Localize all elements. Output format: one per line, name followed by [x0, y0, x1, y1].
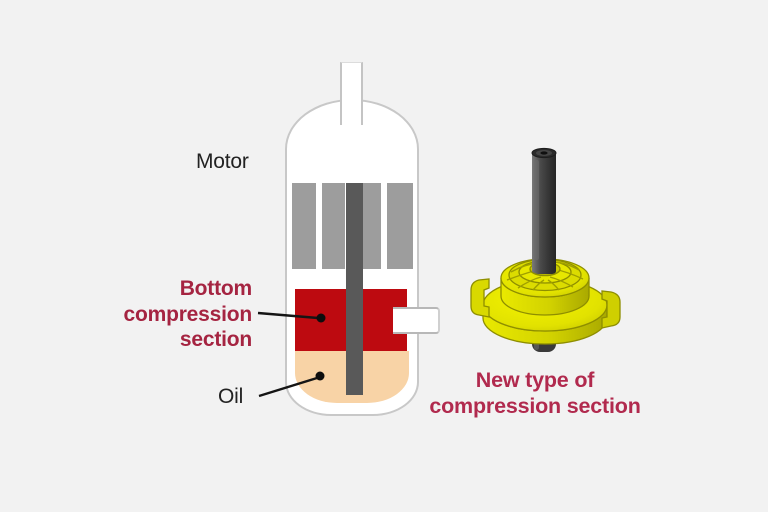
motor-stator-bar — [322, 183, 345, 269]
leader-line-bottom-compression — [257, 311, 319, 320]
bottom-compression-label-line2: compression — [123, 302, 252, 326]
leader-dot-bottom-compression — [316, 313, 326, 323]
motor-stator-bar — [363, 183, 381, 269]
rotor-shaft-shape — [346, 183, 363, 395]
bottom-compression-label-line1: Bottom — [179, 277, 252, 300]
new-type-caption-line2: compression section — [429, 394, 641, 418]
leader-line-oil — [258, 376, 318, 398]
new-type-caption-line1: New type of — [475, 368, 595, 392]
new-compression-part-illustration — [470, 147, 621, 352]
motor-stator-bar — [292, 183, 316, 269]
leader-dot-oil — [315, 371, 325, 381]
hub-front-edge — [529, 268, 561, 277]
rotor-shaft-3d — [531, 147, 557, 274]
bottom-compression-label-line3: section — [179, 328, 252, 351]
oil-label: Oil — [218, 385, 244, 408]
motor-stator-bar — [387, 183, 413, 269]
bottom-compression-label: Bottom compression section — [90, 276, 252, 353]
motor-label: Motor — [196, 150, 249, 173]
new-type-caption: New type of compression section — [420, 367, 650, 419]
discharge-pipe-top — [340, 62, 363, 125]
suction-pipe-side — [393, 307, 440, 334]
